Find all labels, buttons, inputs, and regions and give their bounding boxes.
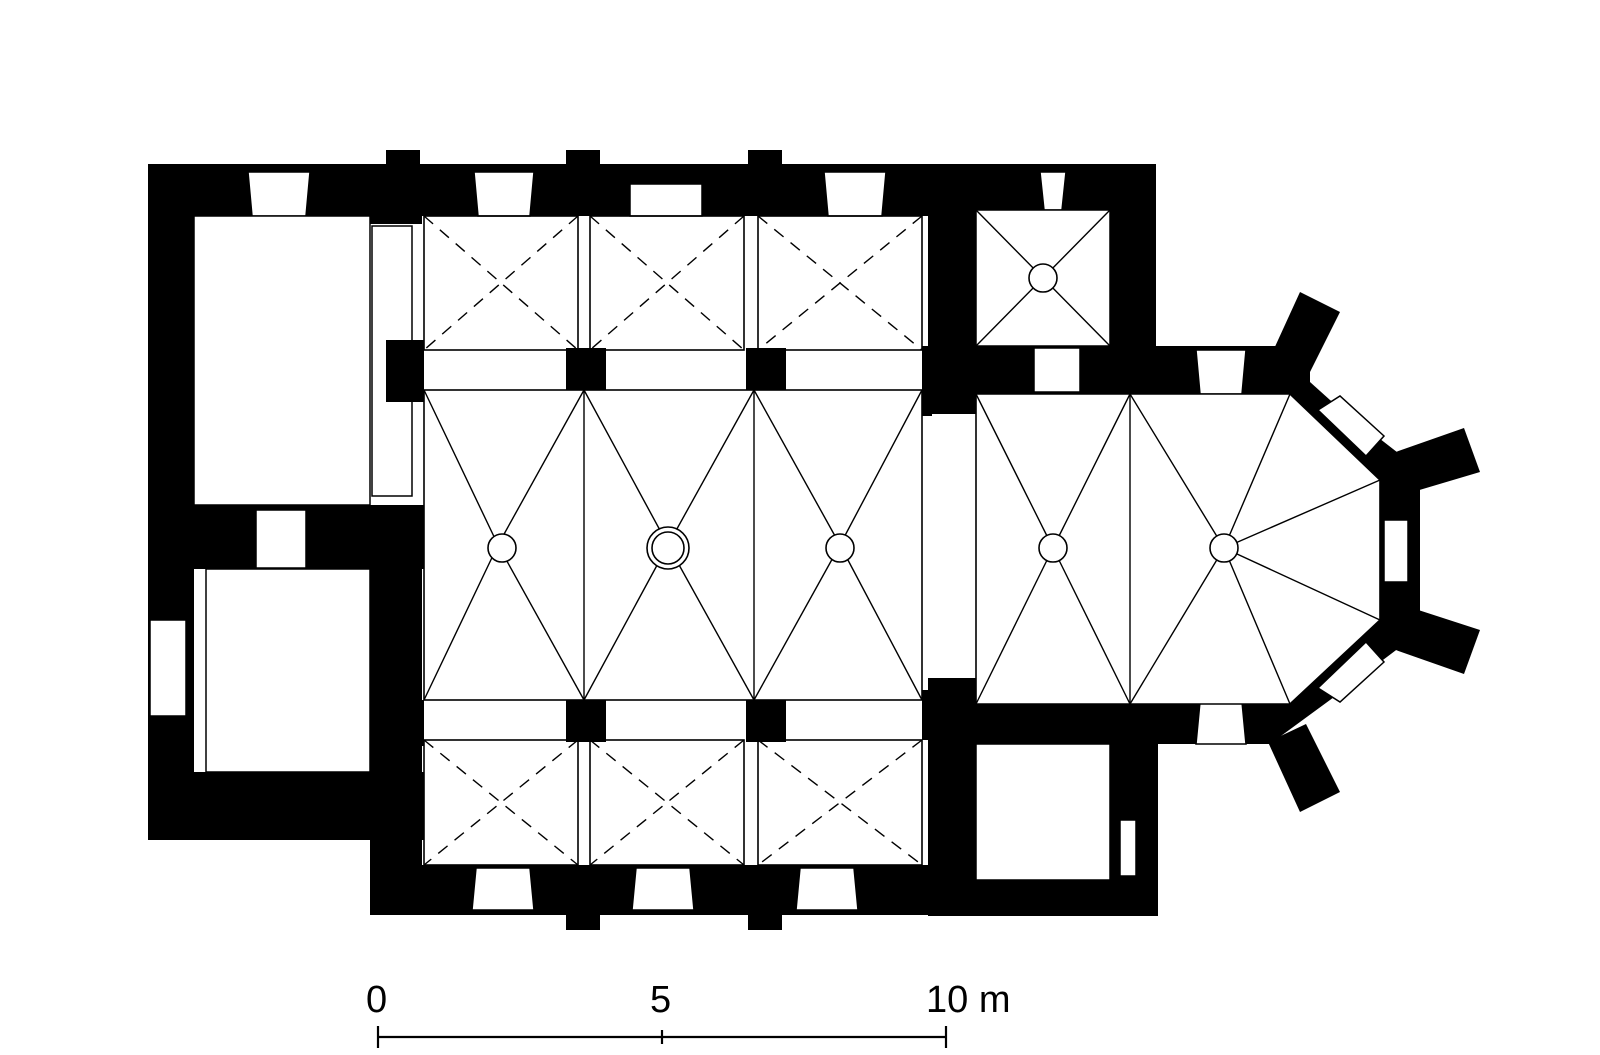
nave-piers [386, 340, 932, 746]
scale-label-mid: 5 [650, 979, 671, 1021]
buttresses [386, 150, 1480, 930]
scale-label-end: 10 m [926, 979, 1010, 1021]
nave-vaults [423, 389, 923, 701]
sacristy-vault [975, 209, 1111, 347]
chancel-vaults [975, 393, 1381, 705]
scale-label-start: 0 [366, 979, 387, 1021]
interior-rooms [193, 209, 1111, 881]
north-aisle-vaults [423, 215, 923, 351]
scale-bar: 0 5 10 m [366, 979, 1010, 1048]
south-aisle-vaults [423, 739, 923, 866]
